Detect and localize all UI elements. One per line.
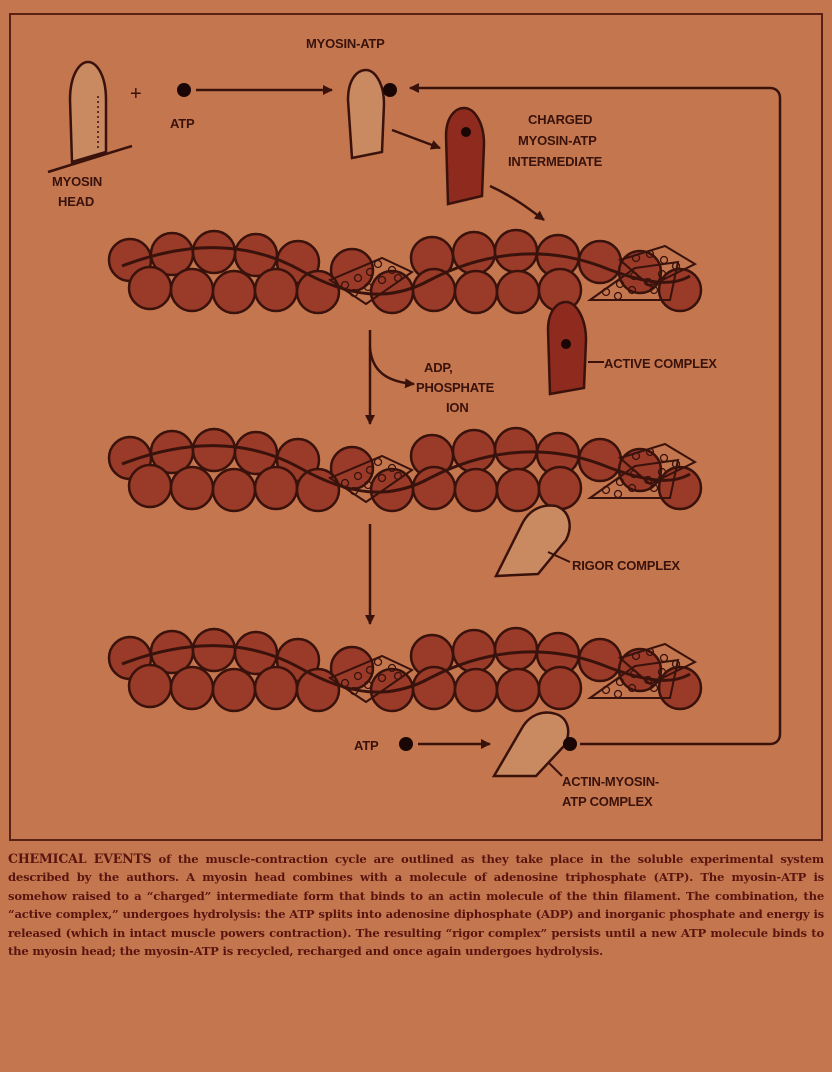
caption-text: of the muscle-contraction cycle are outl… (8, 852, 824, 958)
arrow-to-charged (392, 130, 440, 148)
svg-text:ION: ION (446, 400, 469, 415)
adp-phosphate-label: ADP, PHOSPHATE ION (416, 360, 495, 415)
svg-text:ADP,: ADP, (424, 360, 453, 375)
rigor-complex-head-icon (496, 506, 570, 576)
active-complex-label: ACTIVE COMPLEX (604, 356, 717, 371)
svg-text:PHOSPHATE: PHOSPHATE (416, 380, 495, 395)
actin-filament-3 (109, 628, 701, 711)
atp-molecule-bottom (399, 737, 413, 751)
svg-text:INTERMEDIATE: INTERMEDIATE (508, 154, 603, 169)
svg-text:ACTIN-MYOSIN-: ACTIN-MYOSIN- (562, 774, 659, 789)
actin-myosin-atp-label: ACTIN-MYOSIN- ATP COMPLEX (562, 774, 659, 809)
plus-sign: + (130, 83, 141, 105)
active-complex-head-icon (548, 302, 586, 394)
svg-text:ATP COMPLEX: ATP COMPLEX (562, 794, 653, 809)
atp-label-bottom: ATP (354, 738, 379, 753)
svg-text:CHARGED: CHARGED (528, 112, 592, 127)
atp-molecule-top (177, 83, 191, 97)
actin-filament-2 (109, 428, 701, 511)
charged-intermediate-label: CHARGED MYOSIN-ATP INTERMEDIATE (508, 112, 603, 169)
atp-label-top: ATP (170, 116, 195, 131)
arrow-charged-to-filament (490, 186, 544, 220)
rigor-complex-label: RIGOR COMPLEX (572, 558, 680, 573)
svg-text:MYOSIN: MYOSIN (52, 174, 102, 189)
actin-myosin-atp-head-icon (494, 713, 577, 776)
charged-myosin-head-icon (446, 108, 484, 204)
actin-myosin-atp-pointer (548, 762, 562, 776)
svg-text:MYOSIN-ATP: MYOSIN-ATP (518, 133, 597, 148)
myosin-atp-label: MYOSIN-ATP (306, 36, 385, 51)
caption-lead: CHEMICAL EVENTS (8, 851, 152, 866)
arrow-adp-release (370, 348, 414, 384)
figure-caption: CHEMICAL EVENTS of the muscle-contractio… (8, 850, 824, 960)
myosin-atp-head-icon (348, 70, 397, 158)
myosin-head-label: MYOSIN HEAD (52, 174, 102, 209)
myosin-head-icon (48, 62, 132, 172)
svg-text:HEAD: HEAD (58, 194, 94, 209)
actin-filament-1 (109, 230, 701, 313)
